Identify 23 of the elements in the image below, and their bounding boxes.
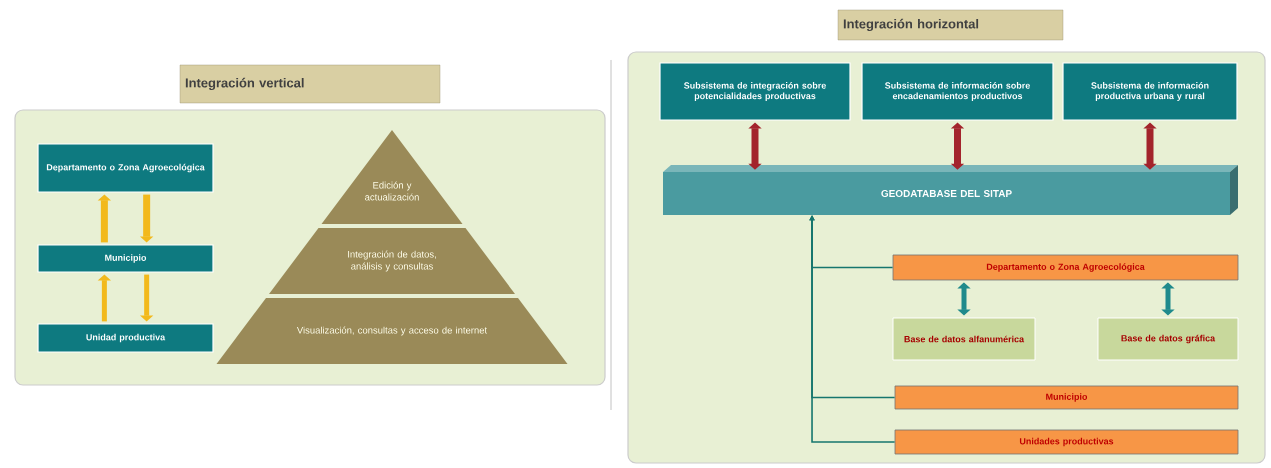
arrow: [950, 122, 965, 170]
title-box: Integración horizontal: [837, 9, 1064, 41]
database-box: Base de datos alfanumérica: [892, 317, 1036, 361]
arrow: [748, 122, 762, 170]
level-box: Departamento o Zona Agroecológica: [892, 254, 1239, 281]
arrow: [1143, 122, 1157, 170]
arrow: [1161, 282, 1175, 316]
process-box: Municipio: [37, 244, 214, 273]
process-box: Unidad productiva: [37, 323, 214, 353]
pyramid-level: Edición y actualización: [321, 130, 463, 224]
process-box: Subsistema de información sobre encadenamientos productivos: [861, 62, 1054, 121]
level-box: Municipio: [894, 385, 1239, 410]
arrow: [957, 282, 971, 316]
process-box: Departamento o Zona Agroecológica: [37, 143, 214, 193]
pyramid-level: Integración de datos, análisis y consultas: [269, 228, 515, 294]
pyramid-level: Visualización, consultas y acceso de internet: [216, 298, 568, 364]
arrow: [809, 215, 896, 443]
level-box: Unidades productivas: [894, 429, 1239, 455]
title-box: Integración vertical: [179, 64, 441, 104]
database-bar: GEODATABASE DEL SITAP: [663, 165, 1238, 215]
process-box: Subsistema de información productiva urbana y rural: [1062, 62, 1238, 121]
database-box: Base de datos gráfica: [1097, 317, 1239, 361]
process-box: Subsistema de integración sobre potencialidades productivas: [659, 62, 851, 121]
